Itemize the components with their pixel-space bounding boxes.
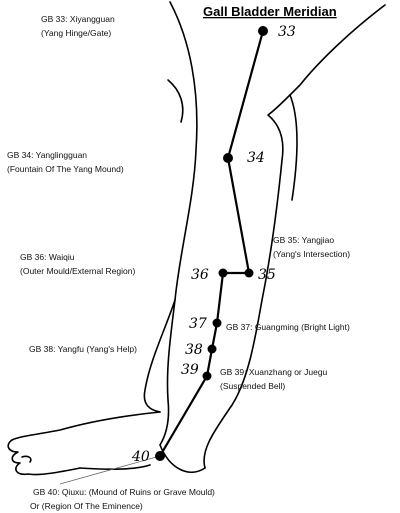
gb40-label-line2: Or (Region Of The Eminence) xyxy=(30,501,143,511)
gb34-label-line2: (Fountain Of The Yang Mound) xyxy=(7,164,124,174)
gb39-label-line1: GB 39: Xuanzhang or Juegu xyxy=(220,367,328,377)
shin-contour xyxy=(289,94,298,201)
ankle-contour xyxy=(159,444,206,473)
gb38-label-line1: GB 38: Yangfu (Yang's Help) xyxy=(29,344,137,354)
gb38-point xyxy=(207,344,217,354)
gb40-label-line1: GB 40: Qiuxu: (Mound of Ruins or Grave M… xyxy=(33,487,215,497)
gb35-number: 35 xyxy=(258,267,276,283)
gb33-label-line2: (Yang Hinge/Gate) xyxy=(41,28,111,38)
gb36-point xyxy=(218,268,228,278)
gb39-number: 39 xyxy=(181,362,199,378)
meridian-line xyxy=(158,29,265,458)
foot-sole xyxy=(79,464,151,471)
gb36-number: 36 xyxy=(191,267,209,283)
gb40-label: GB 40: Qiuxu: (Mound of Ruins or Grave M… xyxy=(30,487,215,511)
gb36-label: GB 36: Waiqiu (Outer Mould/External Regi… xyxy=(20,252,135,276)
foot-top xyxy=(11,411,161,441)
toes xyxy=(7,439,81,476)
gb33-point xyxy=(258,26,268,36)
gb34-point xyxy=(223,153,233,163)
gb39-label: GB 39: Xuanzhang or Juegu (Suspended Bel… xyxy=(220,367,328,391)
gb35-label: GB 35: Yangjiao (Yang's Intersection) xyxy=(273,235,350,259)
gb40-leader-line xyxy=(59,455,161,485)
gb36-label-line1: GB 36: Waiqiu xyxy=(20,252,75,262)
gb34-label-line1: GB 34: Yanglingguan xyxy=(7,150,87,160)
knee-crease xyxy=(167,79,184,123)
gb37-label-line1: GB 37: Guangming (Bright Light) xyxy=(226,322,350,332)
diagram-title: Gall Bladder Meridian xyxy=(203,4,337,19)
gb33-label-line1: GB 33: Xiyangguan xyxy=(41,14,115,24)
toe-detail xyxy=(21,455,32,463)
leg-front-contour xyxy=(203,4,386,469)
gb36-label-line2: (Outer Mould/External Region) xyxy=(20,266,135,276)
gb39-label-line2: (Suspended Bell) xyxy=(220,381,285,391)
gb40-number: 40 xyxy=(131,449,150,465)
gb35-point xyxy=(244,268,254,278)
gb33-number: 33 xyxy=(278,24,296,40)
calf-contour xyxy=(143,299,176,413)
leg-back-contour xyxy=(159,1,198,446)
gb34-label: GB 34: Yanglingguan (Fountain Of The Yan… xyxy=(7,150,124,174)
gb38-number: 38 xyxy=(185,342,203,358)
gb37-point xyxy=(212,318,222,328)
gb39-point xyxy=(202,371,212,381)
gb34-number: 34 xyxy=(247,150,265,166)
gb33-label: GB 33: Xiyangguan (Yang Hinge/Gate) xyxy=(41,14,115,38)
gb40-point xyxy=(155,451,165,461)
gb35-label-line2: (Yang's Intersection) xyxy=(273,249,350,259)
gb35-label-line1: GB 35: Yangjiao xyxy=(273,235,334,245)
gb37-label: GB 37: Guangming (Bright Light) xyxy=(226,322,350,332)
gb37-number: 37 xyxy=(189,316,207,332)
gb38-label: GB 38: Yangfu (Yang's Help) xyxy=(29,344,137,354)
